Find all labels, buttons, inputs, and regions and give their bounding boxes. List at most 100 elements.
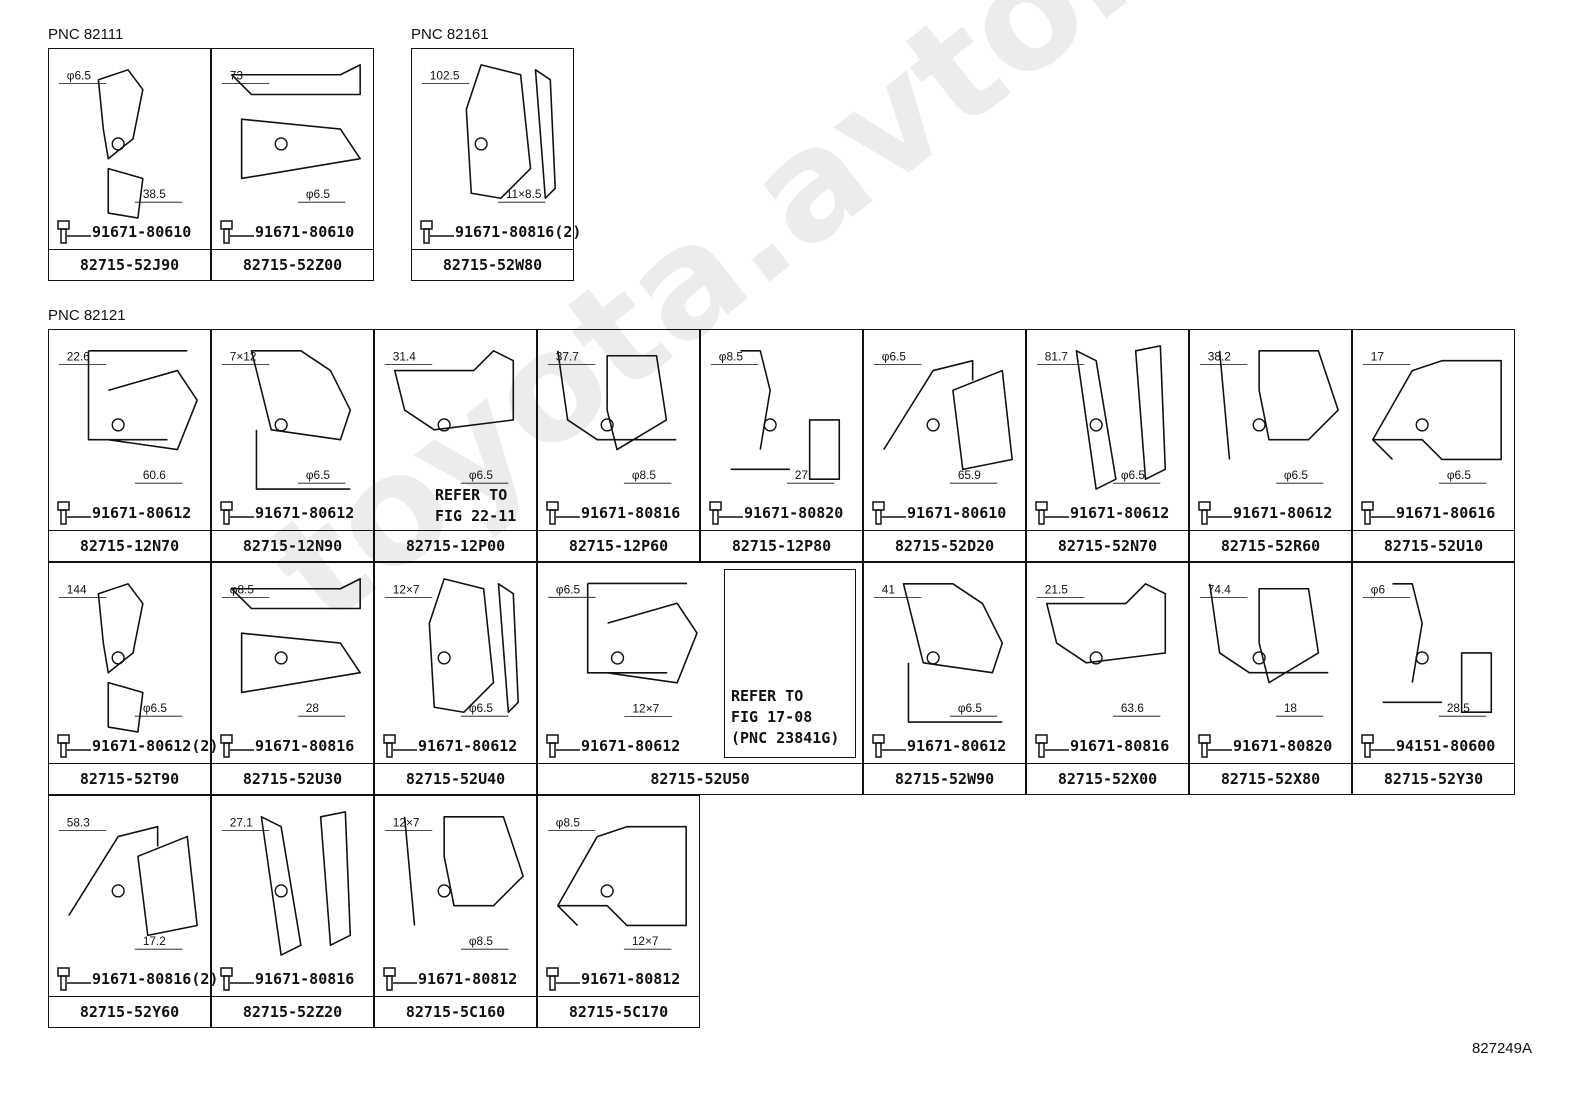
refer-to-note[interactable]: REFER TO FIG 17-08 (PNC 23841G)	[724, 569, 856, 758]
part-number[interactable]: 82715-52W90	[864, 763, 1025, 794]
part-number[interactable]: 82715-52T90	[49, 763, 210, 794]
dimension-label: φ6.5	[143, 701, 168, 715]
dimension-label: 12×7	[393, 816, 420, 830]
part-number[interactable]: 82715-52X00	[1027, 763, 1188, 794]
bolt-callout: 91671-80612	[870, 732, 1006, 760]
part-number[interactable]: 82715-12P80	[701, 530, 862, 561]
part-cell[interactable]: 22.6 60.6 91671-80612 82715-12N70	[48, 329, 211, 562]
bolt-callout: 91671-80612	[1033, 499, 1169, 527]
bolt-part-number: 94151-80600	[1396, 737, 1496, 755]
part-number[interactable]: 82715-52U30	[212, 763, 373, 794]
dimension-label: 27.1	[230, 816, 253, 830]
bolt-callout: 91671-80816(2)	[55, 965, 218, 993]
part-number[interactable]: 82715-52D20	[864, 530, 1025, 561]
bolt-callout: 91671-80820	[1196, 732, 1332, 760]
part-number[interactable]: 82715-12N70	[49, 530, 210, 561]
dimension-label: 58.3	[67, 816, 90, 830]
part-number[interactable]: 82715-52U50	[538, 763, 862, 794]
part-number[interactable]: 82715-52X80	[1190, 763, 1351, 794]
bolt-icon	[220, 967, 254, 991]
dimension-label: 144	[67, 583, 87, 597]
part-number[interactable]: 82715-5C160	[375, 996, 536, 1027]
dimension-label: 27	[795, 468, 808, 482]
bolt-icon	[872, 501, 906, 525]
part-number[interactable]: 82715-52U40	[375, 763, 536, 794]
bolt-icon	[872, 734, 906, 758]
dimension-label: 22.6	[67, 350, 90, 364]
bolt-part-number: 91671-80612	[255, 504, 355, 522]
dimension-label: φ6.5	[1447, 468, 1472, 482]
bolt-icon	[546, 734, 580, 758]
part-number[interactable]: 82715-52W80	[412, 249, 573, 280]
part-number[interactable]: 82715-52Z20	[212, 996, 373, 1027]
dimension-label: 60.6	[143, 468, 166, 482]
part-number[interactable]: 82715-12N90	[212, 530, 373, 561]
part-number[interactable]: 82715-52Z00	[212, 249, 373, 280]
part-number[interactable]: 82715-52J90	[49, 249, 210, 280]
dimension-label: φ6.5	[958, 701, 983, 715]
bolt-icon	[1198, 501, 1232, 525]
bolt-icon	[383, 734, 417, 758]
dimension-label: φ6.5	[1284, 468, 1309, 482]
dimension-label: 7×12	[230, 350, 257, 364]
bolt-part-number: 91671-80616	[1396, 504, 1496, 522]
bolt-part-number: 91671-80812	[581, 970, 681, 988]
bolt-part-number: 91671-80820	[744, 504, 844, 522]
part-number[interactable]: 82715-52U10	[1353, 530, 1514, 561]
part-number[interactable]: 82715-52Y60	[49, 996, 210, 1027]
dimension-label: 63.6	[1121, 701, 1144, 715]
dimension-label: 28	[306, 701, 320, 715]
bolt-icon	[220, 501, 254, 525]
part-number[interactable]: 82715-52N70	[1027, 530, 1188, 561]
dimension-label: 74.4	[1208, 583, 1231, 597]
bolt-callout: 91671-80816	[218, 732, 354, 760]
bolt-part-number: 91671-80816	[581, 504, 681, 522]
part-cell[interactable]: 41 φ6.5 91671-80612 82715-52W90	[863, 562, 1026, 795]
bracket-illustration: 27.1	[221, 811, 352, 956]
bolt-callout: 91671-80612	[381, 732, 517, 760]
bracket-illustration: φ8.528	[221, 578, 361, 717]
part-number[interactable]: 82715-12P00	[375, 530, 536, 561]
part-number[interactable]: 82715-52Y30	[1353, 763, 1514, 794]
bolt-callout: 91671-80816(2)	[418, 218, 581, 246]
part-number[interactable]: 82715-12P60	[538, 530, 699, 561]
dimension-label: 31.4	[393, 350, 416, 364]
bolt-callout: 91671-80610	[870, 499, 1006, 527]
bolt-part-number: 91671-80820	[1233, 737, 1333, 755]
bolt-icon	[1361, 734, 1395, 758]
bolt-part-number: 91671-80612	[92, 504, 192, 522]
dimension-label: 41	[882, 583, 896, 597]
dimension-label: 28.5	[1447, 701, 1470, 715]
bracket-illustration: 37.7φ8.5	[547, 350, 677, 484]
part-number[interactable]: 82715-52R60	[1190, 530, 1351, 561]
bolt-part-number: 91671-80612	[907, 737, 1007, 755]
dimension-label: φ6.5	[882, 350, 907, 364]
part-number[interactable]: 82715-5C170	[538, 996, 699, 1027]
refer-to-note[interactable]: REFER TO FIG 22-11	[435, 486, 517, 525]
pnc-label-82111: PNC 82111	[48, 26, 124, 43]
dimension-label: 21.5	[1045, 583, 1068, 597]
